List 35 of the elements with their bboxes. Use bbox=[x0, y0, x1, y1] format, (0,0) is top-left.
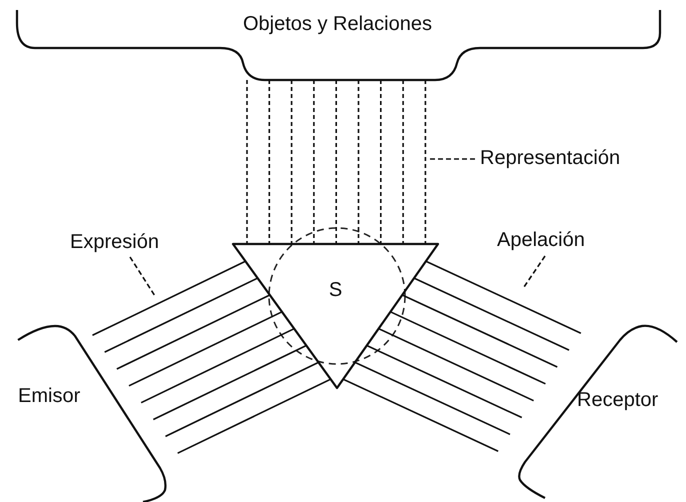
dashed-line bbox=[290, 80, 292, 243]
callout-label: Apelación bbox=[497, 228, 585, 252]
dashed-line bbox=[246, 80, 248, 243]
callout-label: Expresión bbox=[70, 230, 159, 254]
dashed-line bbox=[358, 80, 360, 243]
line bbox=[128, 311, 282, 387]
line bbox=[402, 294, 558, 368]
dashed-line bbox=[313, 80, 315, 243]
line bbox=[140, 328, 294, 404]
dashed-line bbox=[380, 80, 382, 243]
dashed-line bbox=[402, 80, 404, 243]
sign-label: S bbox=[328, 278, 344, 302]
leader-line bbox=[430, 158, 475, 160]
dashed-line bbox=[335, 80, 337, 243]
line bbox=[104, 277, 258, 353]
line bbox=[92, 260, 246, 336]
node-label: Emisor bbox=[18, 384, 80, 408]
line bbox=[354, 362, 510, 436]
dashed-line bbox=[424, 80, 426, 243]
line bbox=[342, 378, 498, 452]
line bbox=[426, 260, 582, 334]
line bbox=[390, 311, 546, 385]
line bbox=[165, 362, 319, 438]
node-label: Objetos y Relaciones bbox=[242, 12, 433, 36]
line bbox=[414, 277, 570, 351]
leader-line bbox=[523, 256, 546, 288]
line bbox=[177, 378, 331, 454]
line bbox=[116, 294, 270, 370]
dashed-line bbox=[268, 80, 270, 243]
node-label: Receptor bbox=[577, 388, 658, 412]
line bbox=[366, 344, 522, 418]
leader-line bbox=[129, 256, 156, 296]
callout-label: Representación bbox=[480, 146, 620, 170]
line bbox=[152, 344, 307, 420]
line bbox=[378, 328, 534, 402]
